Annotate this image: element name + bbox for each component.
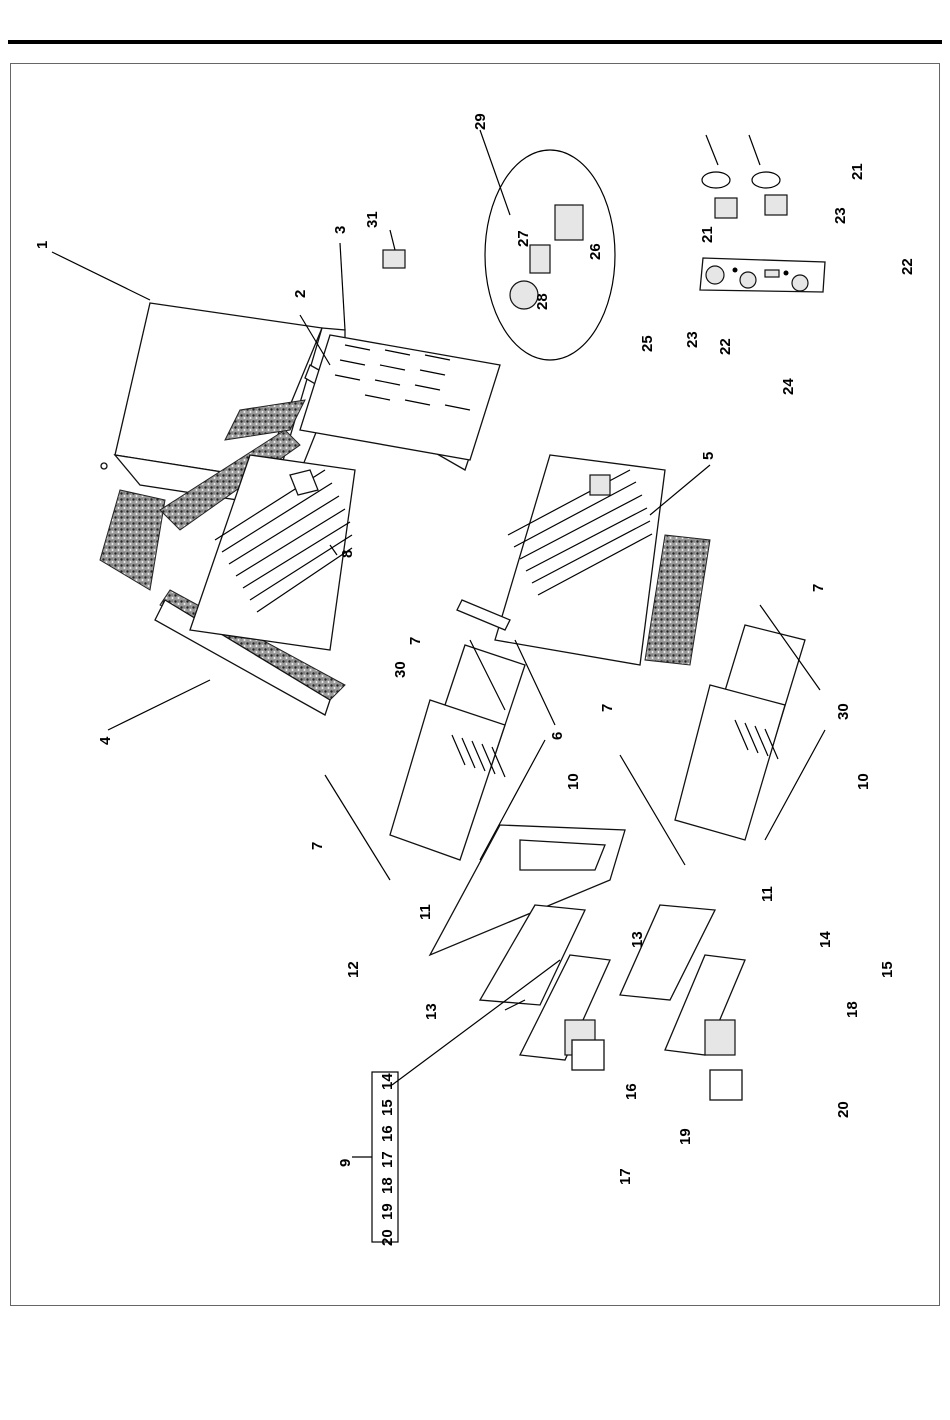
label-2: 2 [292,290,309,298]
label-17b: 17 [617,1168,634,1185]
part-22-knob-b [792,275,808,291]
label-27: 27 [515,230,532,247]
kit-item-17: 17 [379,1151,396,1168]
kit-item-20: 20 [379,1229,396,1246]
label-26: 26 [587,243,604,260]
label-10a: 10 [565,773,582,790]
label-20b: 20 [835,1101,852,1118]
label-29: 29 [472,113,489,130]
label-4: 4 [97,736,114,745]
part-25-light [706,266,724,284]
label-30b: 30 [835,703,852,720]
label-30a: 30 [392,661,409,678]
label-23b: 23 [832,207,849,224]
label-7c: 7 [599,704,616,712]
kit-item-14: 14 [379,1073,396,1090]
part-21-thermostat-b [765,195,787,215]
part-3-vent-grille [300,335,500,460]
label-11a: 11 [417,904,434,920]
label-10b: 10 [855,773,872,790]
label-15b: 15 [879,961,896,978]
label-14b: 14 [817,931,834,948]
label-7b: 7 [407,637,424,645]
part-27-stem [530,245,550,273]
label-24: 24 [780,378,797,395]
label-7a: 7 [309,842,326,850]
label-21a: 21 [699,226,716,243]
label-28: 28 [534,293,551,310]
kit-item-19: 19 [379,1203,396,1220]
label-5: 5 [700,452,717,460]
part-31-fitting [383,250,405,268]
label-7d: 7 [810,584,827,592]
label-1: 1 [34,241,51,249]
kit-item-15: 15 [379,1099,396,1116]
control-panel-group [700,135,825,292]
kit-item-18: 18 [379,1177,396,1194]
label-8: 8 [339,550,356,558]
label-9: 9 [337,1159,354,1167]
label-23a: 23 [684,331,701,348]
part-24-switch [765,270,779,277]
label-11b: 11 [759,886,776,902]
label-19b: 19 [677,1128,694,1145]
label-22b: 22 [899,258,916,275]
label-18b: 18 [844,1001,861,1018]
part-5-evaporator-box [495,455,710,665]
label-16b: 16 [623,1083,640,1100]
label-31: 31 [364,211,381,228]
label-21b: 21 [849,163,866,180]
label-12: 12 [345,961,362,978]
label-13b: 13 [629,931,646,948]
kit-item-16: 16 [379,1125,396,1142]
label-22a: 22 [717,338,734,355]
label-3: 3 [332,226,349,234]
part-23-indicator-b [784,271,789,276]
part-21-thermostat-a [715,198,737,218]
part-26-valve [555,205,583,240]
part-23-indicator-a [733,268,738,273]
label-13a: 13 [423,1003,440,1020]
label-25: 25 [639,335,656,352]
label-6: 6 [549,732,566,740]
part-22-knob-a [740,272,756,288]
